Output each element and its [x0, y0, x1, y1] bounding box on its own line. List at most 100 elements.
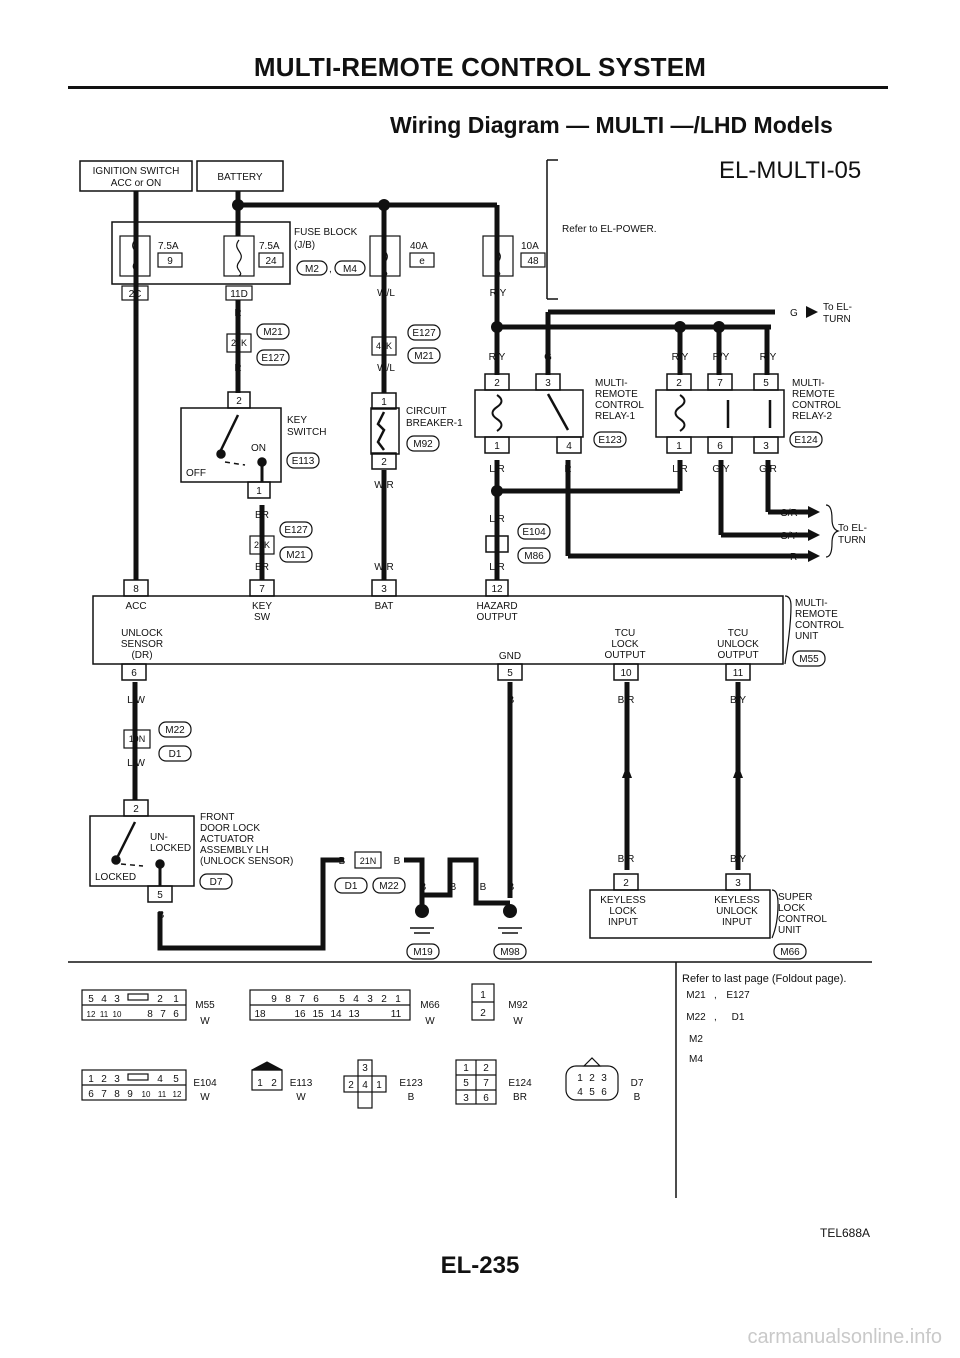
section-title: MULTI-REMOTE CONTROL SYSTEM: [253, 52, 707, 82]
pin-label: 3: [545, 378, 551, 389]
pin-label: 2: [236, 396, 242, 407]
slcu-input: KEYLESS: [714, 895, 760, 906]
connector-tag: M19: [413, 947, 433, 958]
pin-label: 3: [381, 584, 387, 595]
wire-label: G/Y: [712, 464, 730, 475]
connector-tag: E124: [508, 1078, 532, 1089]
mrcu-box: [92, 595, 784, 665]
connector-tag: E124: [794, 435, 818, 446]
fuse-block-sub: (J/B): [294, 240, 315, 251]
legend-pin: 8: [114, 1089, 120, 1100]
wire-label: B/R: [618, 695, 635, 706]
mrcu-label: MULTI-: [795, 598, 828, 609]
wire-label: L/R: [489, 514, 505, 525]
mrcu-pin-name: (DR): [131, 650, 152, 661]
legend-pin: 7: [299, 994, 305, 1005]
legend-pin: 5: [463, 1078, 469, 1089]
legend-pin: 2: [157, 994, 163, 1005]
connector-tag: D1: [732, 1012, 745, 1023]
mrcu-pin-name: SW: [254, 612, 271, 623]
legend-pin: 1: [577, 1073, 583, 1084]
slcu-label: SUPER: [778, 892, 812, 903]
color-code: BR: [513, 1092, 527, 1103]
connector-tag: M21: [414, 351, 434, 362]
connector-tag: M86: [524, 551, 544, 562]
legend-pin: 18: [254, 1009, 266, 1020]
connector-tag: D7: [631, 1078, 644, 1089]
wire-label: R/Y: [672, 352, 689, 363]
legend-pin: 2: [480, 1008, 486, 1019]
fuse-number: 9: [167, 256, 173, 267]
wire-label: L: [133, 562, 139, 573]
wire-label: B: [450, 882, 457, 893]
pin-label: 1: [256, 486, 262, 497]
wire-label: G: [544, 352, 552, 363]
wire-label: L/W: [127, 758, 145, 769]
slcu-input: KEYLESS: [600, 895, 646, 906]
legend-pin: 2: [271, 1078, 277, 1089]
connector-tag: D1: [169, 749, 182, 760]
key-on-label: ON: [251, 443, 266, 454]
pin-label: 2: [494, 378, 500, 389]
mrcu-pin-name: TCU: [728, 628, 749, 639]
legend-pin: 6: [313, 994, 319, 1005]
wire-label: R/Y: [490, 288, 507, 299]
joint-tag: 21N: [360, 856, 377, 866]
legend-pin: 4: [577, 1087, 583, 1098]
pin-label: 2: [381, 457, 387, 468]
fuse-block-box: [111, 221, 291, 285]
color-code: B: [408, 1092, 415, 1103]
mrcu-label: CONTROL: [795, 620, 844, 631]
legend-pin: 1: [480, 990, 486, 1001]
legend-pin: 7: [101, 1089, 107, 1100]
wire-label: R: [234, 308, 241, 319]
wire-label: B: [158, 910, 165, 921]
legend-pin: 4: [157, 1074, 163, 1085]
ignition-label-2: ACC or ON: [111, 178, 162, 189]
pin-label: 11: [733, 668, 744, 679]
slcu-input: INPUT: [608, 917, 638, 928]
locked-label: LOCKED: [95, 872, 136, 883]
battery-label: BATTERY: [217, 172, 263, 183]
mrcu-pin-name: UNLOCK: [121, 628, 163, 639]
comma: ,: [714, 990, 717, 1001]
wire-label: G/R: [759, 464, 777, 475]
legend-pin: 5: [339, 994, 345, 1005]
relay-1-box: [474, 389, 584, 438]
legend-pin: 2: [381, 994, 387, 1005]
legend-pin: 12: [87, 1010, 96, 1019]
door-lock-label: (UNLOCK SENSOR): [200, 856, 293, 867]
legend-pin: 3: [114, 994, 120, 1005]
connector-tag: M4: [343, 264, 357, 275]
legend-pin: 1: [88, 1074, 94, 1085]
mrcu-pin-name: BAT: [375, 601, 394, 612]
pin-label: 9: [494, 540, 500, 551]
refer-power: Refer to EL-POWER.: [562, 224, 656, 235]
pin-label: 7: [717, 378, 723, 389]
wire-label: B: [508, 882, 515, 893]
connector-tag: E127: [284, 525, 308, 536]
connector-tag: E123: [399, 1078, 423, 1089]
slcu-box: [589, 889, 771, 939]
legend-pin: 1: [376, 1080, 382, 1091]
joint-tag: 26K: [254, 540, 270, 550]
legend-pin: 10: [113, 1010, 122, 1019]
connector-tag: M98: [500, 947, 520, 958]
color-code: W: [200, 1016, 210, 1027]
connector-tag: M55: [799, 654, 819, 665]
slcu-label: CONTROL: [778, 914, 827, 925]
pin-label: 11D: [230, 289, 248, 300]
relay-1-label: MULTI-: [595, 378, 628, 389]
legend-pin: 1: [463, 1063, 469, 1074]
connector-tag: E127: [726, 990, 750, 1001]
comma: ,: [714, 1012, 717, 1023]
wire-label: B/R: [618, 854, 635, 865]
slcu-label: LOCK: [778, 903, 806, 914]
figure-code: TEL688A: [820, 1226, 871, 1240]
mrcu-pin-name: TCU: [615, 628, 636, 639]
pin-label: 5: [157, 890, 163, 901]
wire-door-ground: [157, 857, 344, 951]
unlocked-label: LOCKED: [150, 843, 191, 854]
wire-label: B: [480, 882, 487, 893]
fuse-block-label: FUSE BLOCK: [294, 227, 358, 238]
